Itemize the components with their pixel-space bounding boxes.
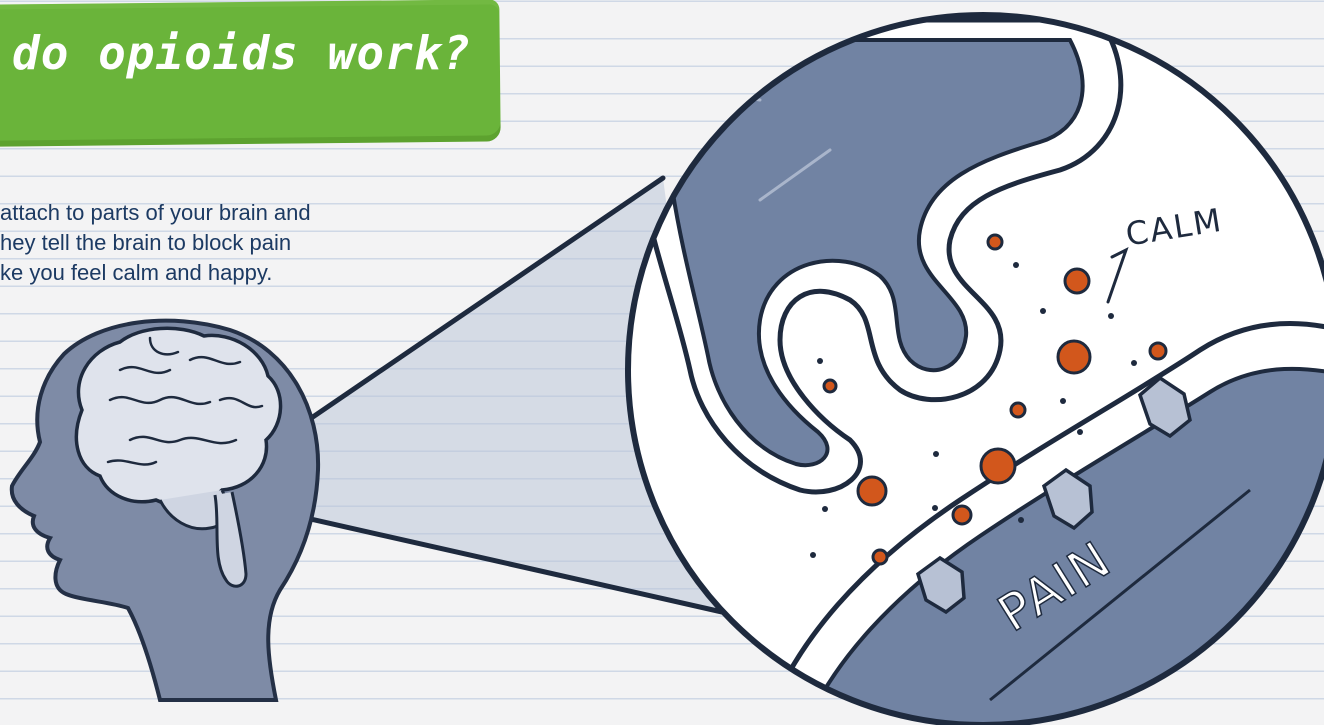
synapse-magnified-view [620, 15, 1324, 725]
